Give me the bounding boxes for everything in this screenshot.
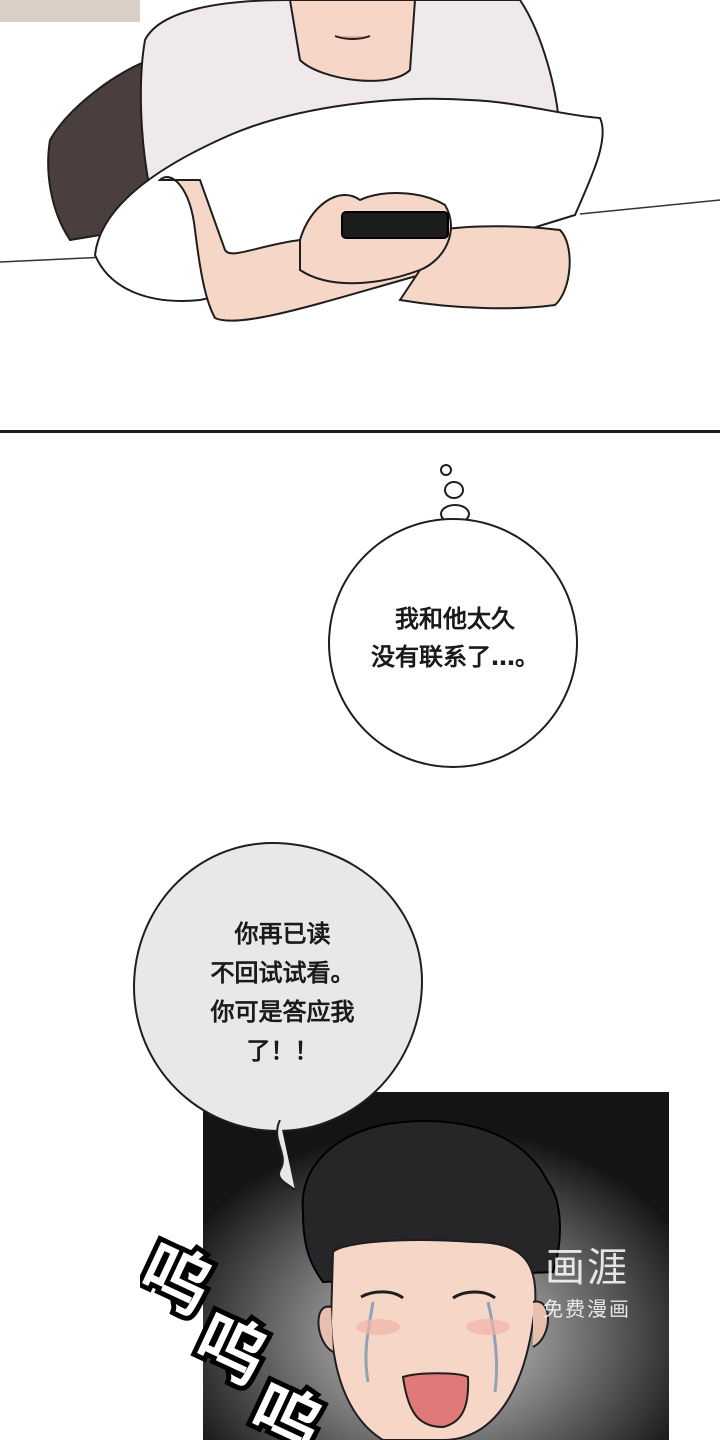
sfx-sobbing: 呜 呜 呜 (140, 1225, 338, 1440)
watermark-title: 画涯 (545, 1245, 629, 1291)
speech-bubble (133, 842, 423, 1132)
speech-line-1: 你再已读 (234, 920, 331, 948)
watermark: 画涯 免费漫画 (522, 1235, 652, 1322)
watermark-subtitle: 免费漫画 (543, 1297, 631, 1321)
speech-line-2: 不回试试看。 (210, 959, 355, 987)
thought-line-2: 没有联系了…。 (371, 643, 539, 671)
thought-bubble-text: 我和他太久 没有联系了…。 (340, 600, 570, 676)
speech-line-4: 了！！ (246, 1037, 319, 1065)
bottom-panel-illustration (203, 1092, 669, 1440)
thought-dot-small (440, 464, 452, 476)
thought-bubble (328, 518, 578, 768)
thought-line-1: 我和他太久 (395, 605, 515, 633)
speech-line-3: 你可是答应我 (210, 998, 355, 1026)
crying-man-drawing (203, 1092, 669, 1440)
thought-dot-medium (444, 481, 464, 499)
speech-bubble-tail (276, 1120, 296, 1190)
top-panel-illustration (0, 0, 720, 430)
speech-bubble-text: 你再已读 不回试试看。 你可是答应我 了！！ (170, 915, 395, 1071)
lying-man-drawing (0, 0, 720, 322)
panel-divider (0, 430, 720, 433)
